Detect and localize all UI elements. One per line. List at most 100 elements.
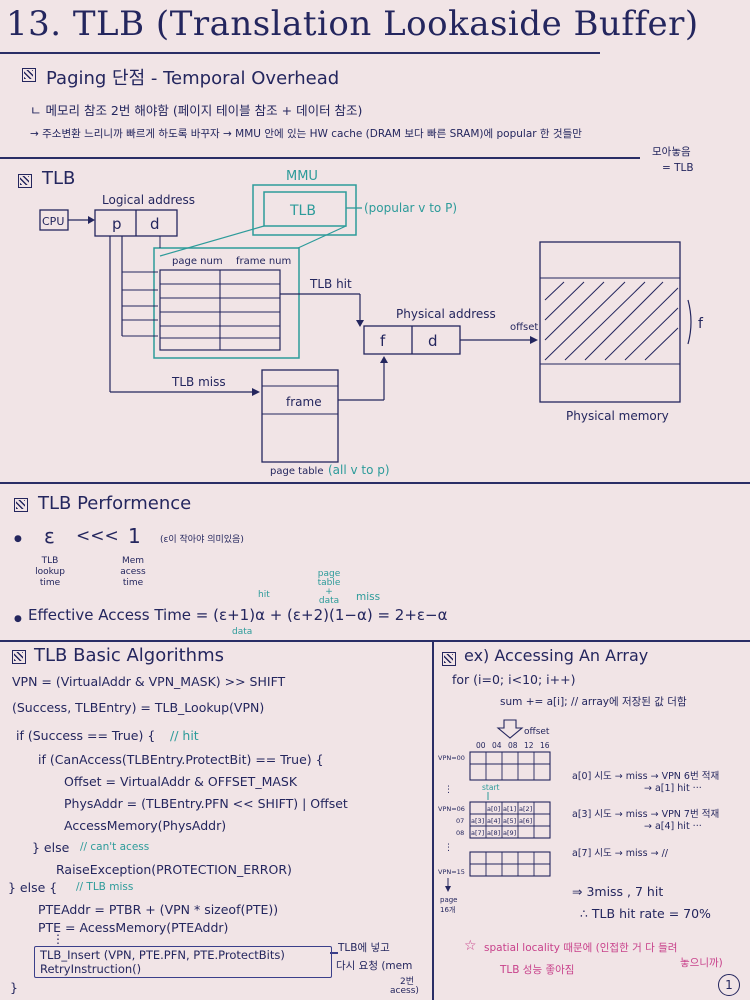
mmu-label: MMU xyxy=(286,169,318,184)
algo-note-2: 다시 요청 (mem xyxy=(336,960,413,972)
algo-line-3: if (Success == True) { xyxy=(16,728,156,743)
checkbox-icon xyxy=(18,174,32,188)
paging-line-3b: = TLB xyxy=(662,162,694,174)
vpn-label-1: VPN=06 xyxy=(438,805,465,813)
algo-line-9: RaiseException(PROTECTION_ERROR) xyxy=(56,862,292,877)
page-num-header: page num xyxy=(172,256,223,267)
perf-epsilon: ε xyxy=(44,524,55,548)
algo-line-13: TLB_Insert (VPN, PTE.PFN, PTE.ProtectBit… xyxy=(40,948,285,962)
ex-for-line: for (i=0; i<10; i++) xyxy=(452,672,576,687)
tlb-table-outer xyxy=(153,247,300,359)
page-table-label: page table xyxy=(270,466,323,477)
spatial-note-1: spatial locality 때문에 (인접한 거 다 들려 xyxy=(484,942,678,954)
algo-line-14: RetryInstruction() xyxy=(40,962,142,976)
spatial-note-2: TLB 성능 좋아짐 xyxy=(500,964,575,976)
bullet-icon: ● xyxy=(14,614,22,624)
mmu-connector-right xyxy=(297,225,347,249)
logical-address-label: Logical address xyxy=(102,193,195,207)
page-table-frame-label: frame xyxy=(286,395,322,409)
offset-arrowhead xyxy=(530,336,538,344)
algo-line-5: Offset = VirtualAddr & OFFSET_MASK xyxy=(64,774,298,789)
perf-miss-label: miss xyxy=(356,591,381,603)
vpn-label-3: 08 xyxy=(456,829,464,837)
ex-offset-label: offset xyxy=(524,727,550,737)
physical-d: d xyxy=(428,332,438,350)
page-table-box xyxy=(261,369,339,463)
paging-heading: Paging 단점 - Temporal Overhead xyxy=(46,68,340,89)
grid-dots-2: ⋮ xyxy=(444,843,453,853)
cell-a1: a[1] xyxy=(503,805,516,813)
algo-note-3: 2번 xyxy=(400,977,415,987)
mmu-tlb-label: TLB xyxy=(289,203,316,219)
algo-note-1: TLB에 넣고 xyxy=(338,942,390,954)
cpu-label: CPU xyxy=(42,215,64,228)
ex-page-label: page xyxy=(440,896,457,904)
note-a3-line-1: a[3] 시도 → miss → VPN 7번 적재 xyxy=(572,809,720,820)
algo-line-7: AccessMemory(PhysAddr) xyxy=(64,818,227,833)
algo-line-10: } else { xyxy=(8,880,58,895)
physical-f: f xyxy=(380,332,386,350)
checkbox-icon xyxy=(442,652,456,666)
tlb-hit-label: TLB hit xyxy=(309,277,352,291)
cell-a6: a[6] xyxy=(519,817,532,825)
algo-line-11: PTEAddr = PTBR + (VPN * sizeof(PTE)) xyxy=(38,902,279,917)
cell-a9: a[9] xyxy=(503,829,516,837)
algo-heading: TLB Basic Algorithms xyxy=(34,645,225,666)
algo-tlb-miss-comment: // TLB miss xyxy=(76,881,134,893)
array-grid-diagram: offset 00 04 08 12 16 VPN=00 ⋮ start VPN… xyxy=(438,719,551,914)
page-number: 1 xyxy=(718,974,740,996)
ex-hit-rate: ∴ TLB hit rate = 70% xyxy=(580,906,711,921)
physical-memory-label: Physical memory xyxy=(566,409,669,423)
section-divider-1 xyxy=(0,157,640,159)
perf-one: 1 xyxy=(128,524,141,548)
algo-note-4: acess) xyxy=(390,986,419,996)
algo-line-1: VPN = (VirtualAddr & VPN_MASK) >> SHIFT xyxy=(12,674,286,689)
cell-a4: a[4] xyxy=(487,817,500,825)
perf-heading: TLB Performence xyxy=(38,493,192,514)
perf-note: (ε이 작아야 의미있음) xyxy=(160,535,244,545)
bullet-icon: ● xyxy=(14,534,22,544)
paging-line-1: ㄴ 메모리 참조 2번 해야함 (페이지 테이블 참조 + 데이터 참조) xyxy=(30,103,363,118)
tlb-miss-arrowhead xyxy=(252,388,260,396)
section-divider-2 xyxy=(0,482,750,484)
vpn-label-0: VPN=00 xyxy=(438,754,465,762)
star-icon: ☆ xyxy=(464,938,477,954)
algo-line-8: } else xyxy=(32,840,70,855)
algo-cant-access-comment: // can't acess xyxy=(80,841,150,853)
frame-num-header: frame num xyxy=(236,256,291,267)
physical-memory-box xyxy=(539,241,681,403)
algo-dots: ⋮ xyxy=(52,932,64,946)
paging-line-2: → 주소변환 느리니까 빠르게 하도록 바꾸자 → MMU 안에 있는 HW c… xyxy=(30,128,582,140)
ex-page-count: 16개 xyxy=(440,905,455,914)
cell-a0: a[0] xyxy=(487,805,500,813)
tlb-diagram: CPU Logical address p d MMU TLB (popular… xyxy=(39,169,704,477)
note-a7-line: a[7] 시도 → miss → // xyxy=(572,848,668,859)
section-divider-3 xyxy=(0,640,750,642)
title-underline xyxy=(0,52,600,54)
popular-label: (popular v to P) xyxy=(364,201,457,215)
physical-address-label: Physical address xyxy=(396,307,496,321)
algo-insert-box xyxy=(34,946,332,978)
checkbox-icon xyxy=(12,650,26,664)
cpu-arrowhead xyxy=(88,216,95,224)
perf-page-table-data-label: page table + data xyxy=(317,569,341,606)
mmu-connector-left xyxy=(159,225,265,257)
array-grid-middle xyxy=(469,801,551,839)
grid-dots-1: ⋮ xyxy=(444,785,453,795)
ex-start-label: start xyxy=(482,783,500,792)
spatial-note-1b: 놓으니까) xyxy=(680,957,723,969)
vpn-label-2: 07 xyxy=(456,817,464,825)
note-a3-line-2: → a[4] hit ··· xyxy=(644,821,702,832)
offset-down-arrow-icon xyxy=(496,719,524,739)
cell-a7: a[7] xyxy=(471,829,484,837)
all-vtop-label: (all v to p) xyxy=(328,463,390,477)
array-grid-top xyxy=(469,751,551,781)
col-offset-0: 00 xyxy=(476,741,486,750)
algo-line-4: if (CanAccess(TLBEntry.ProtectBit) == Tr… xyxy=(38,752,324,767)
tlb-lookup-label: TLB lookup time xyxy=(35,556,65,588)
logical-p: p xyxy=(112,215,122,233)
checkbox-icon xyxy=(22,68,36,82)
ex-result: ⇒ 3miss , 7 hit xyxy=(572,884,664,899)
perf-hit-label: hit xyxy=(258,590,270,600)
mmu-box xyxy=(252,184,357,236)
